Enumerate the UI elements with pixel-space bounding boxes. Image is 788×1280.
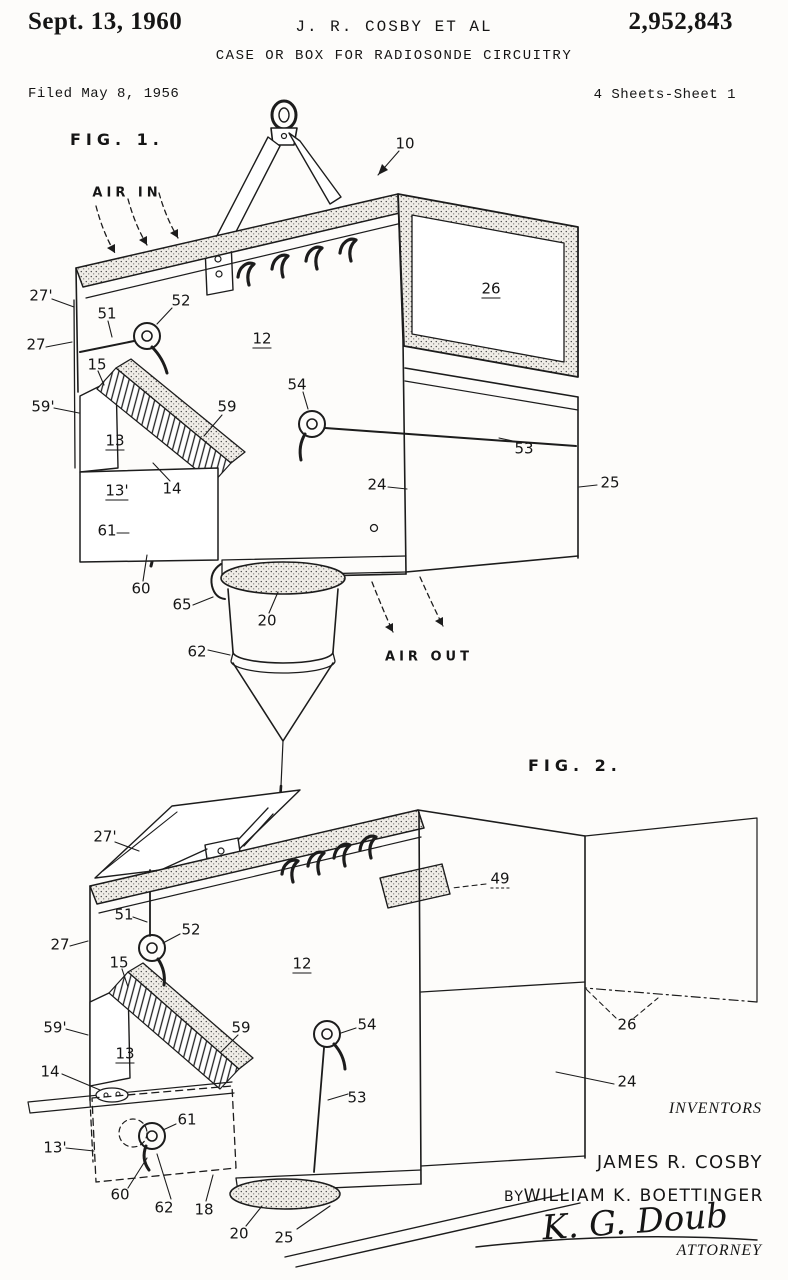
fig1-ref-label-27-: 27'	[29, 286, 53, 305]
fig1-line-art	[45, 99, 598, 803]
fig2-ref-label-18: 18	[194, 1200, 214, 1219]
fig1-ref-label-62: 62	[187, 642, 207, 661]
fig1-hook-icon	[210, 563, 226, 600]
fig2-open-door	[584, 817, 758, 1019]
filed-date: Filed May 8, 1956	[28, 86, 180, 102]
fig2-ref-label-20: 20	[229, 1224, 249, 1243]
fig1-ref-label-59-: 59'	[31, 397, 55, 416]
fig1-ref-label-air-out: AIR OUT	[385, 649, 473, 665]
fig2-ref-label-53: 53	[347, 1088, 367, 1107]
fig1-ref-label-13-: 13'	[105, 481, 129, 501]
fig2-chute	[89, 962, 254, 1090]
fig1-ref-label-59: 59	[217, 397, 237, 416]
fig1-ref-label-24: 24	[367, 475, 387, 494]
patent-author: J. R. COSBY ET AL	[295, 18, 493, 36]
fig2-ref-label-13-: 13'	[43, 1138, 67, 1157]
fig2-ref-label-25: 25	[274, 1228, 294, 1247]
fig2-ref-label-15: 15	[109, 953, 129, 972]
fig2-ref-label-51: 51	[114, 905, 134, 924]
patent-title: CASE OR BOX FOR RADIOSONDE CIRCUITRY	[215, 48, 573, 64]
fig1-ref-label-26: 26	[481, 279, 501, 299]
patent-number: 2,952,843	[628, 8, 733, 35]
fig1-ref-label-14: 14	[162, 479, 182, 498]
patent-date: Sept. 13, 1960	[28, 8, 183, 35]
fig2-ref-label-27: 27	[50, 935, 70, 954]
fig2-ref-label-62: 62	[154, 1198, 174, 1217]
fig1-label: FIG. 1.	[70, 130, 164, 149]
fig1-ref-label-10: 10	[395, 134, 415, 153]
fig1-leader-lines	[45, 150, 598, 656]
fig1-ref-label-20: 20	[257, 611, 277, 630]
fig2-strap-49	[379, 863, 451, 909]
by-label: BY	[504, 1189, 525, 1205]
fig2-ref-label-13: 13	[115, 1044, 135, 1064]
fig1-ref-label-65: 65	[172, 595, 192, 614]
fig1-ref-label-air-in: AIR IN	[92, 185, 162, 201]
fig1-chute	[79, 358, 246, 563]
fig1-ref-label-52: 52	[171, 291, 191, 310]
fig2-ref-label-54: 54	[357, 1015, 377, 1034]
fig1-arrowheads	[107, 164, 443, 632]
attorney-label: ATTORNEY	[676, 1242, 762, 1259]
fig2-ref-label-59-: 59'	[43, 1018, 67, 1037]
fig2-ref-label-12: 12	[292, 954, 312, 974]
fig1-ref-label-12: 12	[252, 329, 272, 349]
fig1-box-body	[73, 193, 579, 579]
inventor-name-1: JAMES R. COSBY	[596, 1152, 763, 1173]
fig2-ref-label-61: 61	[177, 1110, 197, 1129]
fig1-ref-label-13: 13	[105, 431, 125, 451]
fig1-louver-icons	[236, 237, 358, 287]
fig1-ref-label-51: 51	[97, 304, 117, 323]
fig2-ref-label-27-: 27'	[93, 827, 117, 846]
fig1-ref-label-15: 15	[87, 355, 107, 374]
fig2-label: FIG. 2.	[528, 756, 622, 775]
fig2-ref-label-14: 14	[40, 1062, 60, 1081]
fig1-ref-label-53: 53	[514, 439, 534, 458]
fig2-ref-label-24: 24	[617, 1072, 637, 1091]
fig2-louver-icons	[280, 834, 378, 884]
fig2-knobs	[138, 934, 347, 1173]
fig2-ref-label-59: 59	[231, 1018, 251, 1037]
fig2-ref-label-26: 26	[617, 1015, 637, 1034]
fig1-ref-label-61: 61	[97, 521, 117, 540]
signature-lines	[284, 1192, 758, 1268]
fig2-box-body	[89, 809, 586, 1193]
fig2-ref-label-52: 52	[181, 920, 201, 939]
fig1-ref-label-25: 25	[600, 473, 620, 492]
fig2-line-art	[27, 789, 758, 1268]
inventor-name-2: WILLIAM K. BOETTINGER	[523, 1186, 764, 1206]
fig2-ref-label-49: 49	[490, 869, 510, 889]
fig1-ref-label-60: 60	[131, 579, 151, 598]
sheet-number: 4 Sheets-Sheet 1	[593, 87, 736, 103]
fig2-leader-lines	[61, 841, 615, 1230]
fig2-ref-label-60: 60	[110, 1185, 130, 1204]
inventors-label: INVENTORS	[668, 1100, 762, 1117]
fig2-bottom-flaps	[27, 1081, 237, 1183]
fig1-ref-label-54: 54	[287, 375, 307, 394]
fig1-ref-label-27: 27	[26, 335, 46, 354]
fig2-collar	[229, 1178, 341, 1210]
